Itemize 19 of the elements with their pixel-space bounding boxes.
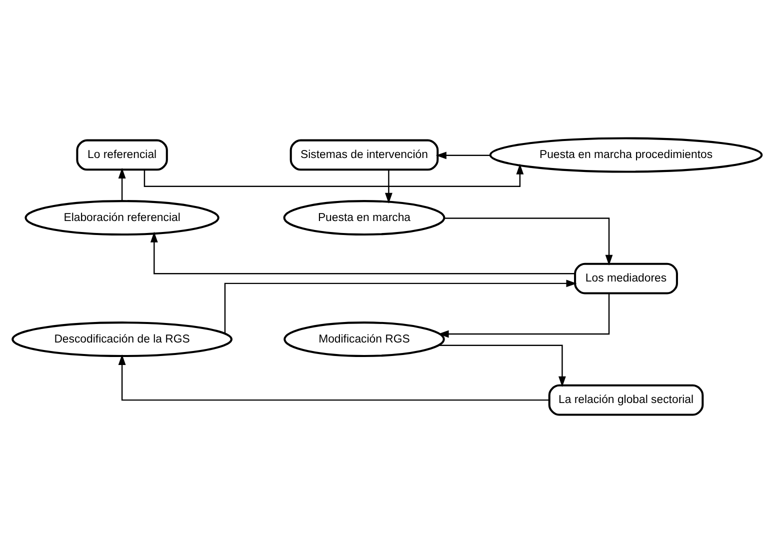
- node-ellipse: Descodificación de la RGS: [12, 322, 232, 358]
- arrow: [384, 170, 392, 204]
- arrow: [438, 293, 610, 338]
- node-ellipse: Puesta en marcha procedimientos: [489, 137, 763, 173]
- node-ellipse: Modificación RGS: [284, 322, 445, 358]
- arrow: [144, 164, 524, 188]
- arrow: [118, 354, 550, 401]
- node-box: La relación global sectorial: [548, 384, 704, 416]
- arrow: [444, 218, 613, 266]
- arrow: [118, 168, 126, 201]
- arrow: [436, 152, 491, 160]
- arrow: [150, 232, 575, 274]
- node-box: Lo referencial: [76, 139, 168, 171]
- arrow: [224, 280, 577, 334]
- node-box: Los mediadores: [574, 262, 678, 294]
- node-box: Sistemas de intervención: [290, 139, 439, 171]
- node-ellipse: Elaboración referencial: [24, 200, 220, 236]
- node-ellipse: Puesta en marcha: [283, 200, 446, 236]
- arrow: [438, 344, 566, 387]
